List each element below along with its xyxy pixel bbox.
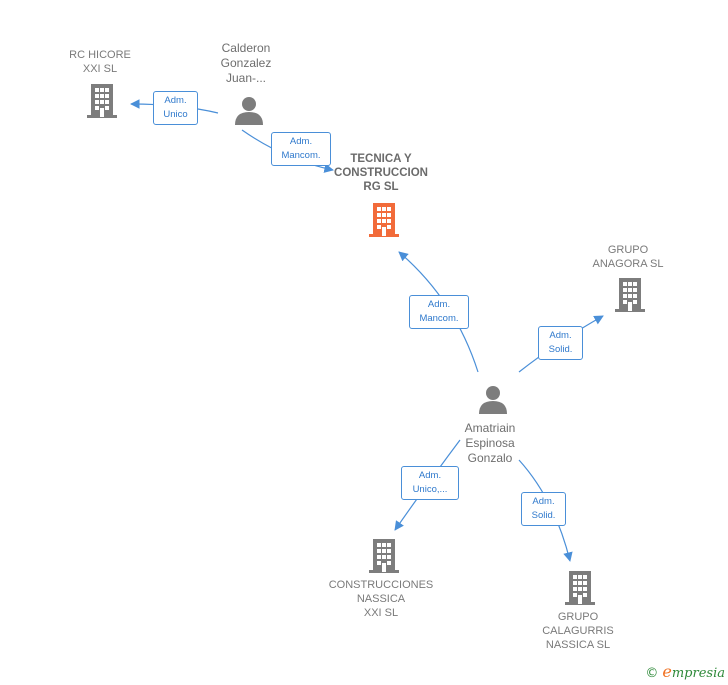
label-line: NASSICA SL bbox=[545, 639, 611, 651]
label-line: TECNICA Y bbox=[350, 153, 412, 165]
label-line: GRUPO bbox=[557, 611, 599, 623]
edge-label-line: Unico bbox=[163, 109, 188, 120]
amatriain-label[interactable]: Amatriain Espinosa Gonzalo bbox=[450, 421, 530, 466]
rc-hicore-label[interactable]: RC HICORE XXI SL bbox=[60, 48, 140, 76]
calderon-label[interactable]: Calderon Gonzalez Juan-... bbox=[206, 41, 286, 86]
edge-label-calderon-tecnica[interactable]: Adm. Mancom. bbox=[271, 132, 331, 166]
building-icon[interactable] bbox=[368, 539, 400, 573]
tecnica-label[interactable]: TECNICA Y CONSTRUCCION RG SL bbox=[321, 152, 441, 194]
label-line: Gonzalo bbox=[467, 451, 513, 465]
edge-label-amatriain-anagora[interactable]: Adm. Solid. bbox=[538, 326, 583, 360]
label-line: Juan-... bbox=[225, 71, 267, 85]
edge-label-amatriain-tecnica[interactable]: Adm. Mancom. bbox=[409, 295, 469, 329]
label-line: ANAGORA SL bbox=[592, 258, 664, 270]
empresia-brand[interactable]: ©empresia bbox=[645, 662, 725, 681]
label-line: CONSTRUCCIONES bbox=[328, 579, 434, 591]
label-line: RG SL bbox=[363, 181, 399, 193]
edge-label-line: Mancom. bbox=[419, 313, 459, 324]
construcciones-nassica-label[interactable]: CONSTRUCCIONES NASSICA XXI SL bbox=[321, 578, 441, 620]
label-line: NASSICA bbox=[356, 593, 406, 605]
edge-label-amatriain-construcciones[interactable]: Adm. Unico,... bbox=[401, 466, 459, 500]
label-line: XXI SL bbox=[363, 607, 399, 619]
grupo-anagora-label[interactable]: GRUPO ANAGORA SL bbox=[578, 243, 678, 271]
building-icon-main[interactable] bbox=[368, 203, 400, 237]
edge-label-line: Adm. bbox=[418, 470, 442, 481]
copyright-symbol: © bbox=[645, 666, 659, 681]
edge-label-line: Adm. bbox=[289, 136, 313, 147]
edge-label-line: Unico,... bbox=[412, 484, 448, 495]
edge-label-calderon-rc[interactable]: Adm. Unico bbox=[153, 91, 198, 125]
edge-label-line: Solid. bbox=[548, 344, 573, 355]
label-line: CONSTRUCCION bbox=[334, 167, 428, 179]
edge-label-line: Adm. bbox=[164, 95, 187, 106]
label-line: CALAGURRIS bbox=[542, 625, 614, 637]
label-line: Espinosa bbox=[465, 436, 515, 450]
grupo-calagurris-label[interactable]: GRUPO CALAGURRIS NASSICA SL bbox=[528, 610, 628, 652]
label-line: RC HICORE bbox=[69, 49, 131, 61]
edge-label-line: Mancom. bbox=[281, 150, 321, 161]
brand-initial: e bbox=[662, 662, 672, 681]
building-icon[interactable] bbox=[86, 84, 118, 118]
edge-label-line: Solid. bbox=[531, 510, 556, 521]
building-icon[interactable] bbox=[564, 571, 596, 605]
label-line: Calderon bbox=[221, 41, 271, 55]
label-line: Gonzalez bbox=[220, 56, 272, 70]
label-line: GRUPO bbox=[607, 244, 649, 256]
edge-label-line: Adm. bbox=[549, 330, 572, 341]
person-icon[interactable] bbox=[478, 385, 508, 415]
edge-label-line: Adm. bbox=[532, 496, 555, 507]
label-line: Amatriain bbox=[464, 421, 516, 435]
building-icon[interactable] bbox=[614, 278, 646, 312]
edge-label-amatriain-calagurris[interactable]: Adm. Solid. bbox=[521, 492, 566, 526]
label-line: XXI SL bbox=[82, 63, 118, 75]
edge-label-line: Adm. bbox=[427, 299, 451, 310]
person-icon[interactable] bbox=[234, 96, 264, 126]
brand-name: mpresia bbox=[671, 666, 725, 681]
